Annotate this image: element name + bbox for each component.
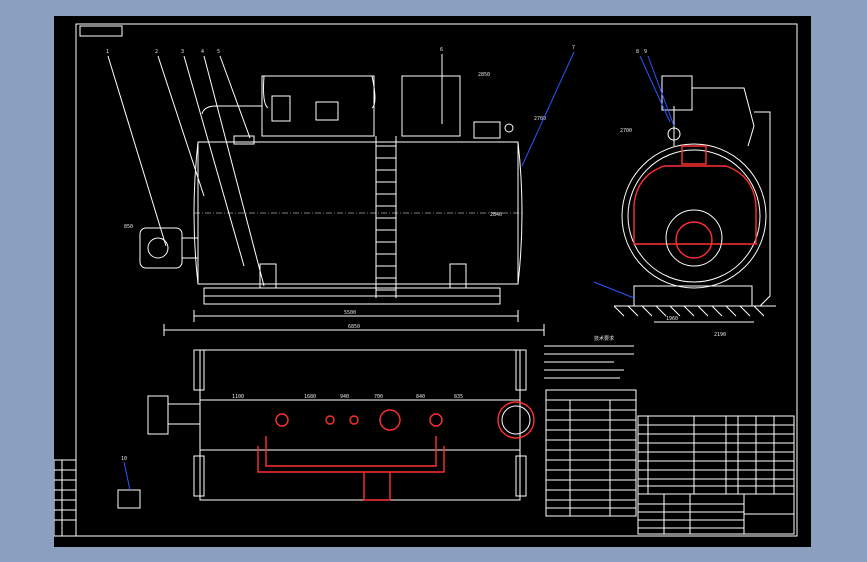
plan-pipe: [265, 436, 437, 467]
dim-shell-dia: 2840: [490, 212, 502, 218]
part-number-7: 7: [572, 45, 575, 51]
plan-dim-1: 1100: [232, 394, 244, 400]
dim-front-3: 2700: [620, 128, 632, 134]
plan-dim-5: 840: [416, 394, 425, 400]
ladder: [375, 136, 397, 298]
plan-dim-4: 700: [374, 394, 383, 400]
part-number-3: 3: [181, 49, 184, 55]
dim-elev-3: 2700: [534, 116, 546, 122]
part-number-6: 6: [440, 47, 443, 53]
drawing-sheet: 5500 6850 850 2850 2700 2840 1 2 3 4 5 6…: [54, 16, 811, 547]
front-view: 8 9 1960 2190 2700: [593, 49, 776, 338]
notes-title: 技术要求: [594, 335, 614, 342]
plan-dim-6: 835: [454, 394, 463, 400]
dim-side-inner: 5500: [344, 310, 356, 316]
parameter-table: [545, 389, 637, 517]
dim-side-total: 6850: [348, 324, 360, 330]
cad-drawing: 5500 6850 850 2850 2700 2840 1 2 3 4 5 6…: [54, 23, 798, 537]
dim-front-1: 1960: [666, 316, 678, 322]
plan-dim-3: 940: [340, 394, 349, 400]
parts-list-table: [637, 415, 795, 495]
technical-notes: 技术要求: [544, 335, 634, 379]
part-number-10: 10: [121, 456, 127, 462]
title-stamp: [79, 25, 123, 37]
plan-view: 1100 1680 940 700 840 835 10: [117, 349, 535, 509]
platform-right: [401, 75, 461, 137]
platform-left: [261, 75, 375, 137]
part-number-1: 1: [106, 49, 109, 55]
dim-elev-1: 850: [124, 224, 133, 230]
plan-dim-2: 1680: [304, 394, 316, 400]
part-number-8: 8: [636, 49, 639, 55]
plan-shell: [199, 349, 521, 501]
sheet-border: [75, 23, 798, 537]
front-shell: [621, 143, 767, 289]
part-number-4: 4: [201, 49, 204, 55]
dim-front-2: 2190: [714, 332, 726, 338]
part-number-5: 5: [217, 49, 220, 55]
revision-block: [54, 459, 77, 537]
dim-elev-2: 2850: [478, 72, 490, 78]
burner: [139, 227, 198, 269]
part-number-9: 9: [644, 49, 647, 55]
part-number-2: 2: [155, 49, 158, 55]
furnace-pipe: [633, 165, 757, 245]
side-elevation-view: 5500 6850 850 2850 2700 2840 1 2 3 4 5 6…: [106, 45, 575, 336]
title-block: [637, 493, 795, 535]
